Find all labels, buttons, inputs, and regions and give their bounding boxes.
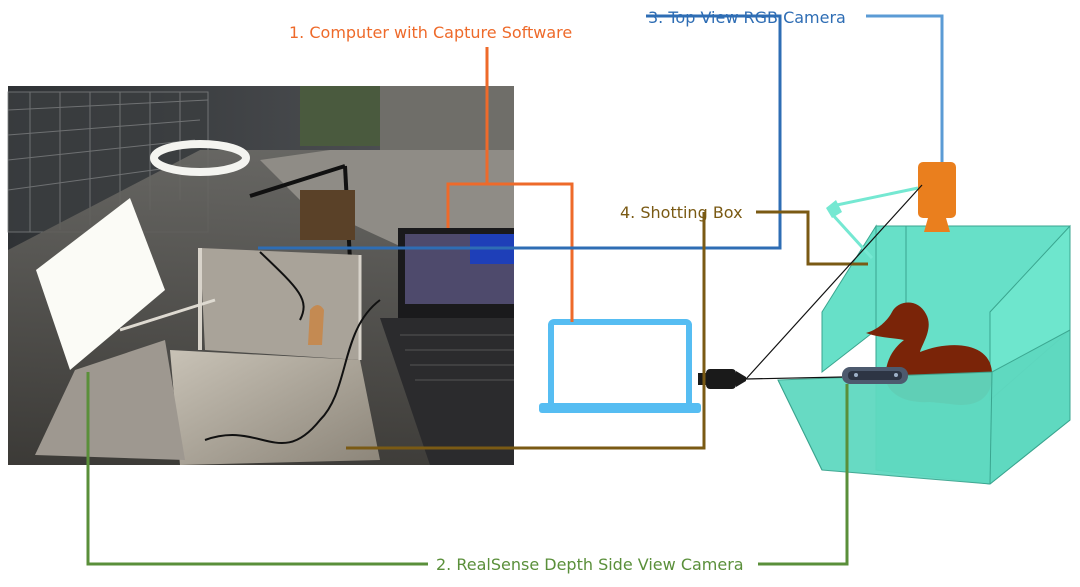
box-left-side <box>821 224 877 374</box>
connector-box <box>756 210 868 266</box>
photo-laptop <box>380 228 514 465</box>
photo-duck <box>308 305 324 345</box>
laptop-icon <box>539 319 701 413</box>
rgb-camera-mount <box>826 162 956 260</box>
photo-cabinet <box>300 190 355 240</box>
connector-depth-camera <box>758 384 849 566</box>
connector-box-photo <box>346 212 706 450</box>
label-rgb-camera: 3. Top View RGB Camera <box>648 8 846 27</box>
photo-window <box>300 86 380 146</box>
cable-rgb <box>745 184 923 380</box>
photo-softbox <box>36 198 165 370</box>
photo-of-real-setup <box>7 86 514 465</box>
photo-cable <box>204 299 381 445</box>
label-depth-camera: 2. RealSense Depth Side View Camera <box>436 555 744 574</box>
photo-ring-light <box>150 140 250 176</box>
cable-realsense <box>745 376 843 380</box>
photo-cable-2 <box>259 251 305 321</box>
label-shooting-box: 4. Shotting Box <box>620 203 743 222</box>
realsense-camera-icon <box>842 367 908 384</box>
connector-rgb-camera <box>866 14 944 162</box>
label-computer: 1. Computer with Capture Software <box>289 23 572 42</box>
rgb-camera-icon <box>918 162 956 218</box>
shooting-box-illustration <box>777 162 1071 485</box>
connector-depth-photo <box>86 372 428 566</box>
connector-computer <box>485 47 574 322</box>
connector-computer-photo <box>446 182 487 228</box>
connector-rgb-camera-photo <box>258 14 782 250</box>
